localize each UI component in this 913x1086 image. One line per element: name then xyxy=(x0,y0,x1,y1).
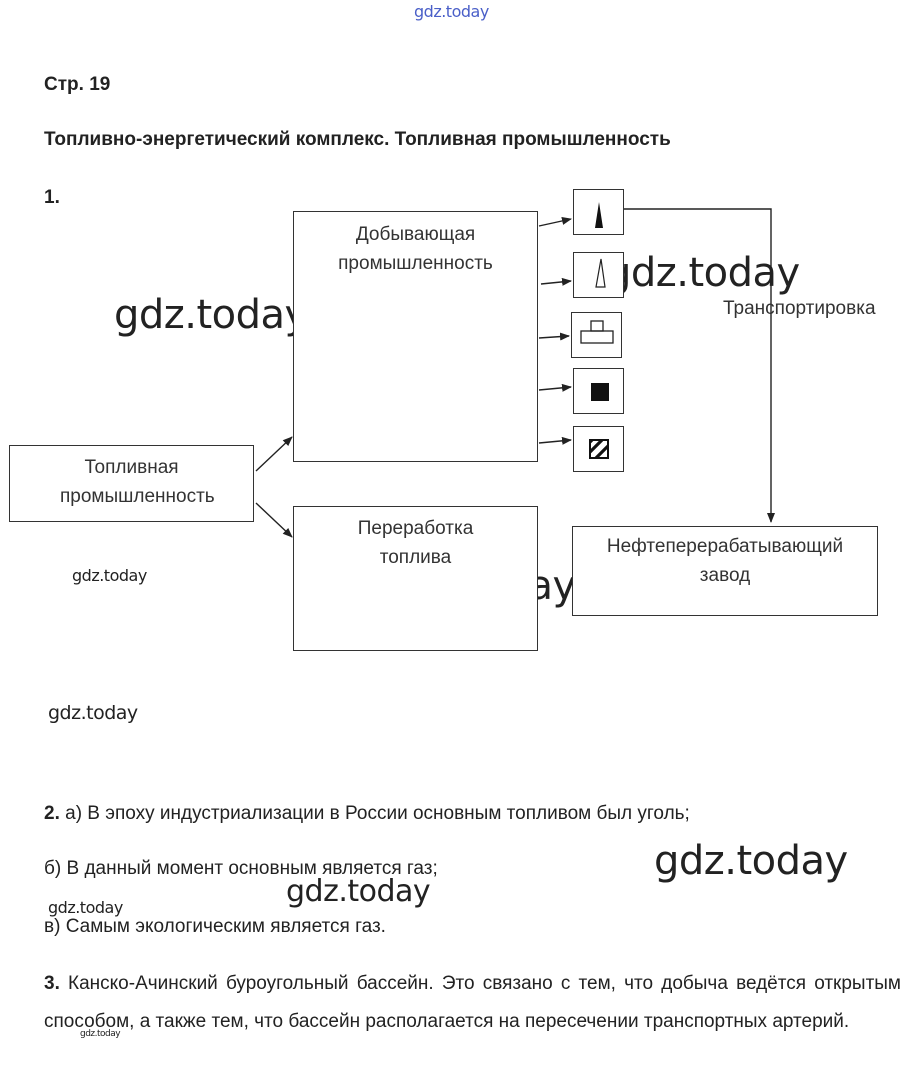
arrow-to-coal xyxy=(538,383,572,392)
watermark: gdz.today xyxy=(72,566,147,585)
watermark: gdz.today xyxy=(114,292,308,338)
arrow-to-peat xyxy=(538,436,572,445)
task3-paragraph: 3. Канско-Ачинский буроугольный бассейн.… xyxy=(44,965,901,1041)
watermark: gdz.today xyxy=(80,1029,121,1039)
arrow-to-gas xyxy=(540,277,572,286)
watermark: gdz.today xyxy=(654,838,848,884)
task2-number: 2. xyxy=(44,803,60,824)
task2-c: в) Самым экологическим является газ. xyxy=(44,916,386,937)
arrow-to-processing xyxy=(255,502,293,538)
fuel-processing-box: Переработка топлива xyxy=(293,506,538,651)
arrow-to-mining xyxy=(255,436,293,472)
transport-label: Транспортировка xyxy=(723,298,876,319)
arrow-transport xyxy=(624,208,775,523)
refinery-label: Нефтеперерабатывающий завод xyxy=(606,536,844,586)
mining-industry-box: Добывающая промышленность xyxy=(293,211,538,462)
page-label: Стр. 19 xyxy=(44,74,111,95)
oil-icon xyxy=(573,189,624,235)
coal-icon xyxy=(573,368,624,414)
mining-industry-label: Добывающая промышленность xyxy=(338,224,493,274)
watermark: gdz.today xyxy=(286,874,431,909)
arrow-to-shale xyxy=(538,332,570,341)
fuel-processing-label: Переработка топлива xyxy=(357,518,474,568)
fuel-industry-label: Топливная промышленность xyxy=(60,457,215,507)
watermark-top: gdz.today xyxy=(414,2,489,21)
arrow-to-oil xyxy=(538,217,572,227)
watermark: gdz.today xyxy=(48,898,123,917)
task3-text: Канско-Ачинский буроугольный бассейн. Эт… xyxy=(44,973,901,1032)
watermark: gdz.today xyxy=(48,702,138,724)
task2-a: 2. а) В эпоху индустриализации в России … xyxy=(44,795,904,833)
task2-a-text: а) В эпоху индустриализации в России осн… xyxy=(59,803,690,824)
task2-b: б) В данный момент основным является газ… xyxy=(44,858,438,879)
watermark: gdz.today xyxy=(606,250,800,296)
oil-shale-icon xyxy=(571,312,622,358)
fuel-industry-box: Топливная промышленность xyxy=(9,445,254,522)
peat-icon xyxy=(573,426,624,472)
task3-number: 3. xyxy=(44,973,60,994)
refinery-box: Нефтеперерабатывающий завод xyxy=(572,526,878,616)
gas-icon xyxy=(573,252,624,298)
page-title: Топливно-энергетический комплекс. Топлив… xyxy=(44,129,671,150)
task1-number: 1. xyxy=(44,187,60,208)
